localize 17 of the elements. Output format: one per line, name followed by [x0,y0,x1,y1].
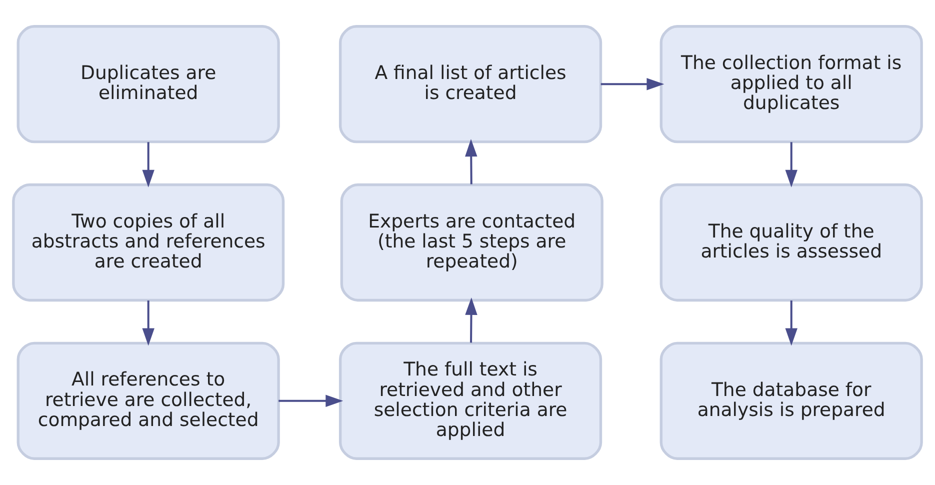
node-box: The quality of the articles is assessed [660,183,923,302]
node-box: All references to retrieve are collected, compared and selected [16,342,280,460]
node-box: Two copies of all abstracts and references are created [12,183,285,302]
node-box: A final list of articles is created [338,25,602,144]
arrow [465,139,478,184]
arrow [142,142,154,188]
arrow [785,142,798,188]
node-box: Duplicates are eliminated [16,25,280,144]
node-box: The database for analysis is prepared [660,342,923,460]
arrow [600,78,664,90]
arrow [785,300,798,346]
node-box: Experts are contacted (the last 5 steps are repeated) [340,183,604,302]
arrow [278,394,344,408]
node-box: The full text is retrieved and other selection criteria are applied [338,342,602,460]
arrow [142,300,154,346]
arrow [465,297,478,343]
node-box: The collection format is applied to all duplicates [660,25,923,144]
